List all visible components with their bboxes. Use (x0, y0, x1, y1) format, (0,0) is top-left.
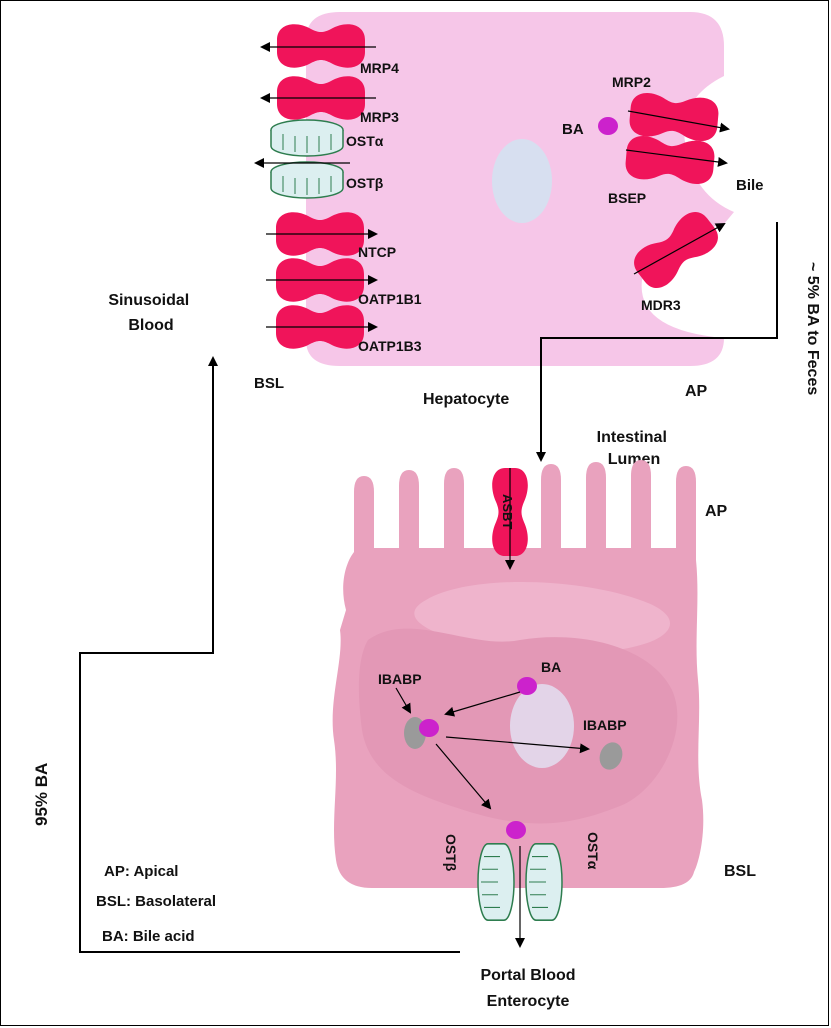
ost-alpha-label-enterocyte: OSTα (585, 832, 601, 870)
ibabp-label-right: IBABP (583, 717, 627, 733)
legend-item-basolateral: BSL: Basolateral (96, 893, 216, 910)
bsl-label-hepatocyte: BSL (254, 375, 284, 392)
ntcp-label: NTCP (358, 244, 396, 260)
hepatocyte-label: Hepatocyte (423, 391, 509, 408)
bile-label: Bile (736, 177, 764, 194)
legend-item-apical: AP: Apical (104, 863, 178, 880)
enterocyte-label: Enterocyte (487, 993, 570, 1010)
ba-label-enterocyte: BA (541, 659, 561, 675)
hepatocyte-nucleus (492, 139, 552, 223)
mrp2-label: MRP2 (612, 74, 651, 90)
legend: AP: Apical BSL: Basolateral BA: Bile aci… (96, 863, 216, 945)
bsl-label-enterocyte: BSL (724, 863, 756, 880)
sinusoidal-label-line1: Sinusoidal (108, 292, 189, 309)
recycle-label: 95% BA (32, 763, 51, 826)
portal-blood-label: Portal Blood (480, 967, 575, 984)
ost-alpha-label: OSTα (346, 133, 384, 149)
oatp1b1-label: OATP1B1 (358, 291, 422, 307)
sinusoidal-label-line2: Blood (128, 317, 173, 334)
ap-label-hepatocyte: AP (685, 383, 708, 400)
asbt-transporter: ASBT (492, 468, 528, 568)
intestinal-lumen-label: Intestinal Lumen (597, 429, 672, 468)
legend-item-bile-acid: BA: Bile acid (102, 928, 195, 945)
ost-beta-label: OSTβ (346, 175, 384, 191)
sinusoidal-label: Sinusoidal Blood (108, 292, 193, 334)
feces-label: ~ 5% BA to Feces (804, 262, 821, 395)
bsep-label: BSEP (608, 190, 646, 206)
bile-acid-exit (506, 821, 526, 839)
ap-label-enterocyte: AP (705, 503, 728, 520)
oatp1b3-label: OATP1B3 (358, 338, 422, 354)
bile-acid-bound (419, 719, 439, 737)
mrp3-label: MRP3 (360, 109, 399, 125)
ost-beta-label-enterocyte: OSTβ (443, 834, 459, 872)
intestinal-lumen-line1: Intestinal (597, 429, 667, 446)
enterocyte-nucleus (510, 684, 574, 768)
mrp4-label: MRP4 (360, 60, 399, 76)
bile-acid-hepatocyte (598, 117, 618, 135)
ibabp-label-left: IBABP (378, 671, 422, 687)
ba-label-hepatocyte: BA (562, 121, 584, 138)
mdr3-label: MDR3 (641, 297, 681, 313)
asbt-label: ASBT (500, 494, 515, 529)
